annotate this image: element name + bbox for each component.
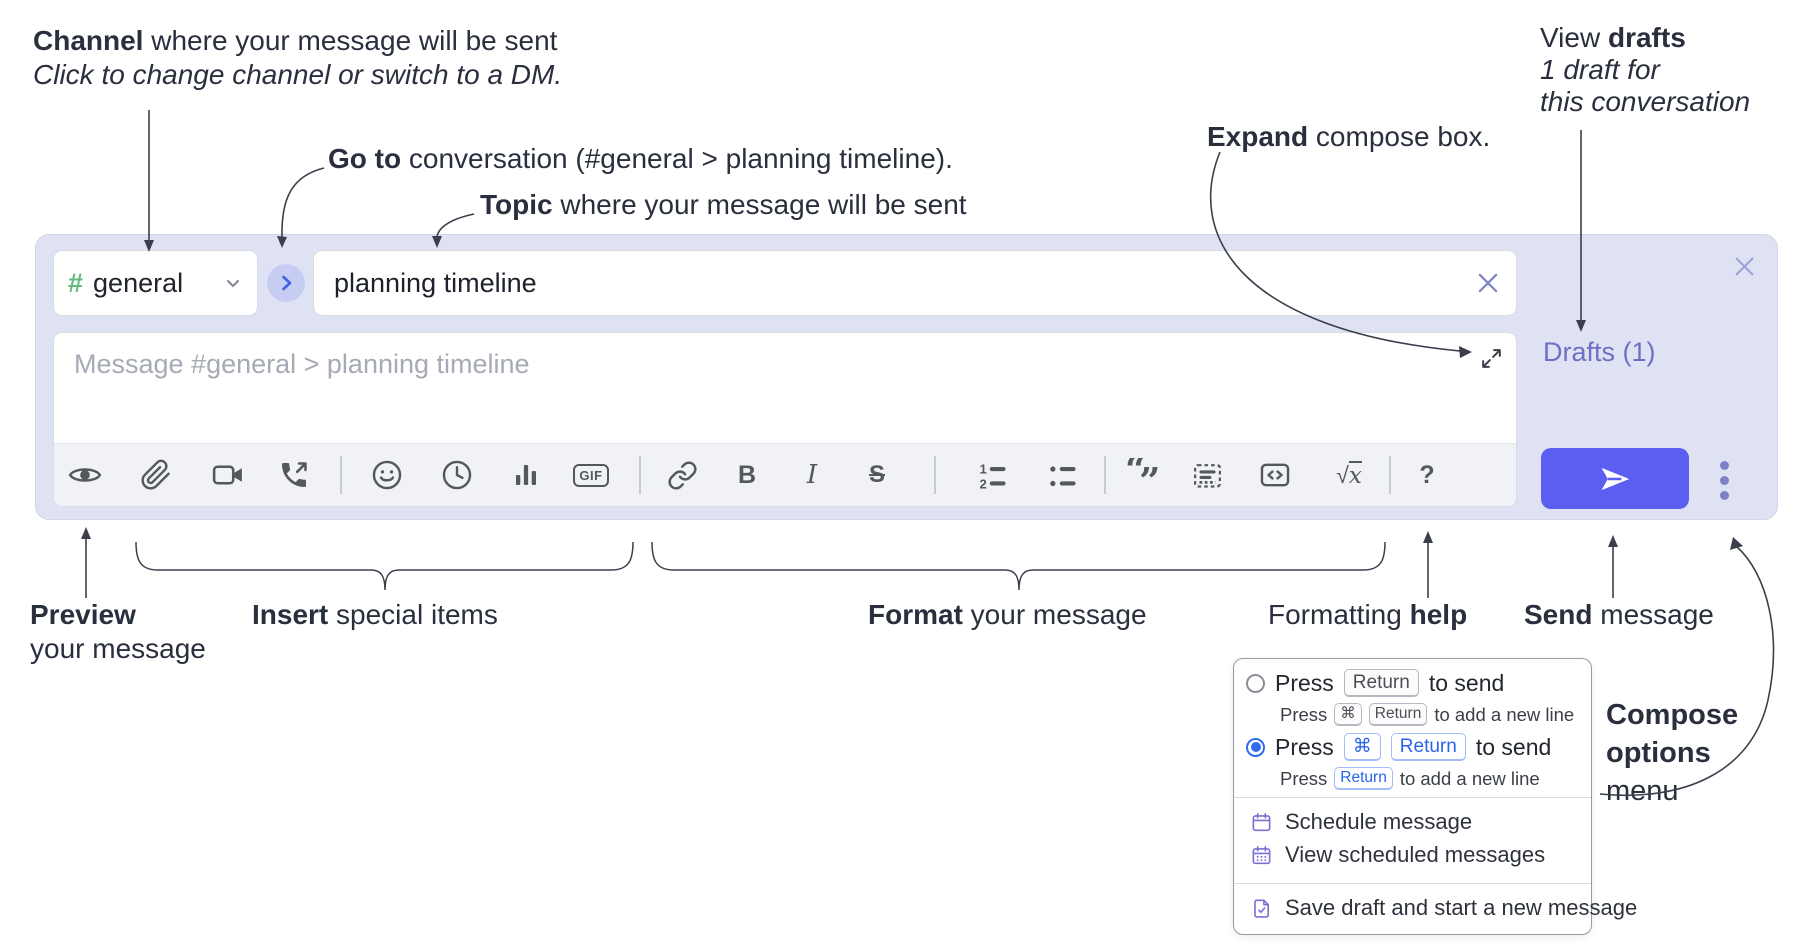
bulleted-list-icon[interactable] bbox=[1043, 456, 1081, 494]
calendar-icon bbox=[1250, 811, 1273, 834]
toolbar-divider bbox=[1389, 456, 1391, 494]
svg-text:“: “ bbox=[1125, 458, 1146, 491]
poll-icon[interactable] bbox=[507, 456, 545, 494]
annotation-view-drafts: View drafts 1 draft for this conversatio… bbox=[1540, 22, 1751, 117]
toolbar-divider bbox=[1104, 456, 1106, 494]
calendar-grid-icon bbox=[1250, 844, 1273, 867]
send-button[interactable] bbox=[1541, 448, 1689, 509]
code-icon[interactable] bbox=[1256, 456, 1294, 494]
strikethrough-icon[interactable]: S bbox=[868, 461, 885, 488]
italic-icon[interactable]: I bbox=[806, 460, 818, 490]
goto-conversation-button[interactable] bbox=[267, 264, 305, 302]
annotation-compose-options: Compose options menu bbox=[1606, 699, 1739, 807]
message-input[interactable] bbox=[54, 333, 1516, 441]
radio-unselected-icon[interactable] bbox=[1246, 673, 1265, 693]
svg-text:2: 2 bbox=[979, 476, 986, 491]
clear-topic-icon[interactable] bbox=[1466, 261, 1510, 305]
emoji-icon[interactable] bbox=[368, 456, 406, 494]
menu-item-view-scheduled[interactable]: View scheduled messages bbox=[1250, 842, 1545, 868]
menu-item-schedule-message[interactable]: Schedule message bbox=[1250, 809, 1472, 835]
numbered-list-icon[interactable]: 1 2 bbox=[973, 456, 1011, 494]
close-compose-icon[interactable] bbox=[1727, 249, 1761, 283]
attach-file-icon[interactable] bbox=[137, 456, 175, 494]
compose-options-icon[interactable] bbox=[1712, 457, 1736, 503]
annotation-format: Format your message bbox=[868, 599, 1147, 630]
menu-divider bbox=[1234, 883, 1591, 884]
time-icon[interactable] bbox=[438, 456, 476, 494]
voice-call-icon[interactable] bbox=[275, 456, 313, 494]
channel-name: general bbox=[93, 267, 184, 298]
channel-selector[interactable]: # general bbox=[53, 250, 258, 316]
svg-text:1: 1 bbox=[979, 461, 986, 476]
formatting-help-icon[interactable]: ? bbox=[1419, 460, 1435, 489]
annotation-insert: Insert special items bbox=[252, 599, 498, 630]
annotation-channel: Channel where your message will be sent … bbox=[33, 25, 563, 90]
annotation-goto: Go to conversation (#general > planning … bbox=[328, 143, 953, 174]
annotation-topic: Topic where your message will be sent bbox=[480, 189, 967, 220]
expand-compose-icon[interactable] bbox=[1476, 343, 1506, 373]
menu-item-save-draft[interactable]: Save draft and start a new message bbox=[1250, 895, 1637, 921]
annotation-send: Send message bbox=[1524, 599, 1714, 630]
send-plane-icon bbox=[1596, 460, 1634, 498]
toolbar-divider bbox=[639, 456, 641, 494]
annotation-formatting-help: Formatting help bbox=[1268, 599, 1468, 630]
chevron-down-icon bbox=[223, 273, 243, 293]
compose-toolbar: GIF B I S bbox=[54, 443, 1516, 506]
quote-icon[interactable]: “ ” bbox=[1123, 456, 1161, 494]
channel-hash-icon: # bbox=[68, 267, 84, 298]
annotation-preview: Preview your message bbox=[30, 599, 206, 664]
radio-selected-icon[interactable] bbox=[1246, 737, 1265, 757]
spoiler-icon[interactable] bbox=[1188, 456, 1226, 494]
svg-text:”: ” bbox=[1139, 458, 1159, 492]
topic-input[interactable] bbox=[314, 267, 1466, 299]
toolbar-divider bbox=[934, 456, 936, 494]
math-icon[interactable]: √x bbox=[1336, 460, 1362, 489]
link-icon[interactable] bbox=[663, 456, 701, 494]
chevron-right-icon bbox=[275, 272, 297, 294]
preview-icon[interactable] bbox=[66, 456, 104, 494]
annotation-expand: Expand compose box. bbox=[1207, 121, 1491, 152]
draft-document-icon bbox=[1250, 897, 1273, 920]
message-box: GIF B I S bbox=[53, 332, 1517, 507]
toolbar-divider bbox=[340, 456, 342, 494]
bold-icon[interactable]: B bbox=[737, 460, 757, 489]
video-call-icon[interactable] bbox=[209, 456, 247, 494]
topic-field bbox=[313, 250, 1517, 316]
compose-box: # general bbox=[35, 234, 1778, 520]
gif-icon[interactable]: GIF bbox=[572, 456, 610, 494]
drafts-link[interactable]: Drafts (1) bbox=[1543, 337, 1656, 367]
menu-divider bbox=[1234, 797, 1591, 798]
